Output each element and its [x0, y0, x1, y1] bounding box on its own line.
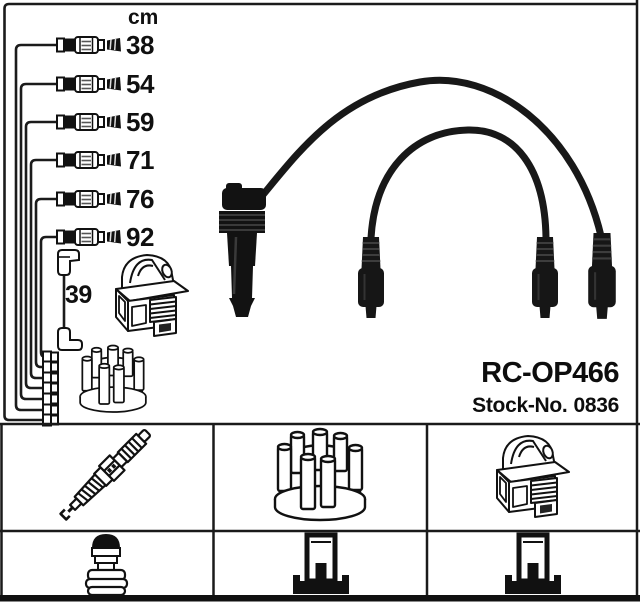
cable-length-label: 38 — [126, 30, 154, 60]
ignition-coil-icon — [115, 254, 189, 337]
cable-length-label: 92 — [126, 222, 154, 252]
coil-on-plug-boot-photo — [219, 183, 266, 317]
coil-lead-top-boot — [57, 249, 80, 276]
cable-length-label: 76 — [126, 184, 154, 214]
stock-label: Stock-No. — [472, 394, 568, 418]
cable-length-label: 59 — [126, 107, 154, 137]
ignition-coil-legend-icon — [496, 435, 570, 518]
edge-cable-wire — [3, 2, 636, 422]
outer-lead-wire — [258, 76, 605, 240]
inner-lead-wire — [367, 126, 550, 242]
lead-connector-photo — [357, 231, 617, 320]
cable-wire-76 — [34, 197, 57, 369]
stock-number: 0836 — [573, 394, 619, 418]
lead-photo — [219, 76, 617, 320]
cable-wire-59 — [24, 120, 57, 390]
cable-wire-38 — [14, 43, 57, 412]
spark-plug-icon — [54, 423, 157, 526]
cable-wire-71 — [29, 158, 57, 380]
coil-lead-bottom-boot — [57, 327, 83, 351]
distributor-cap-legend-icon — [273, 427, 367, 522]
product-info: RC-OP466 Stock-No.0836 — [472, 358, 619, 418]
stock-number-line: Stock-No.0836 — [472, 394, 619, 418]
cable-bundle-schematic — [3, 2, 636, 422]
page-bottom-bar — [0, 595, 640, 602]
unit-label: cm — [128, 6, 159, 29]
plug-end-terminals — [56, 36, 122, 246]
spark-plug-boot-icon — [84, 534, 129, 597]
part-number: RC-OP466 — [481, 357, 619, 389]
cable-wire-54 — [19, 82, 57, 401]
coil-lead-length-label: 39 — [65, 281, 92, 309]
coil-lead-schematic — [57, 249, 83, 351]
coil-connector-icon — [505, 535, 561, 594]
cable-wire-92 — [39, 235, 57, 359]
distributor-connector-icon — [293, 535, 349, 594]
cable-length-label: 54 — [126, 69, 154, 99]
distributor-cap-icon — [79, 344, 147, 413]
distributor-end-terminals — [42, 350, 59, 427]
cable-length-label: 71 — [126, 145, 154, 175]
